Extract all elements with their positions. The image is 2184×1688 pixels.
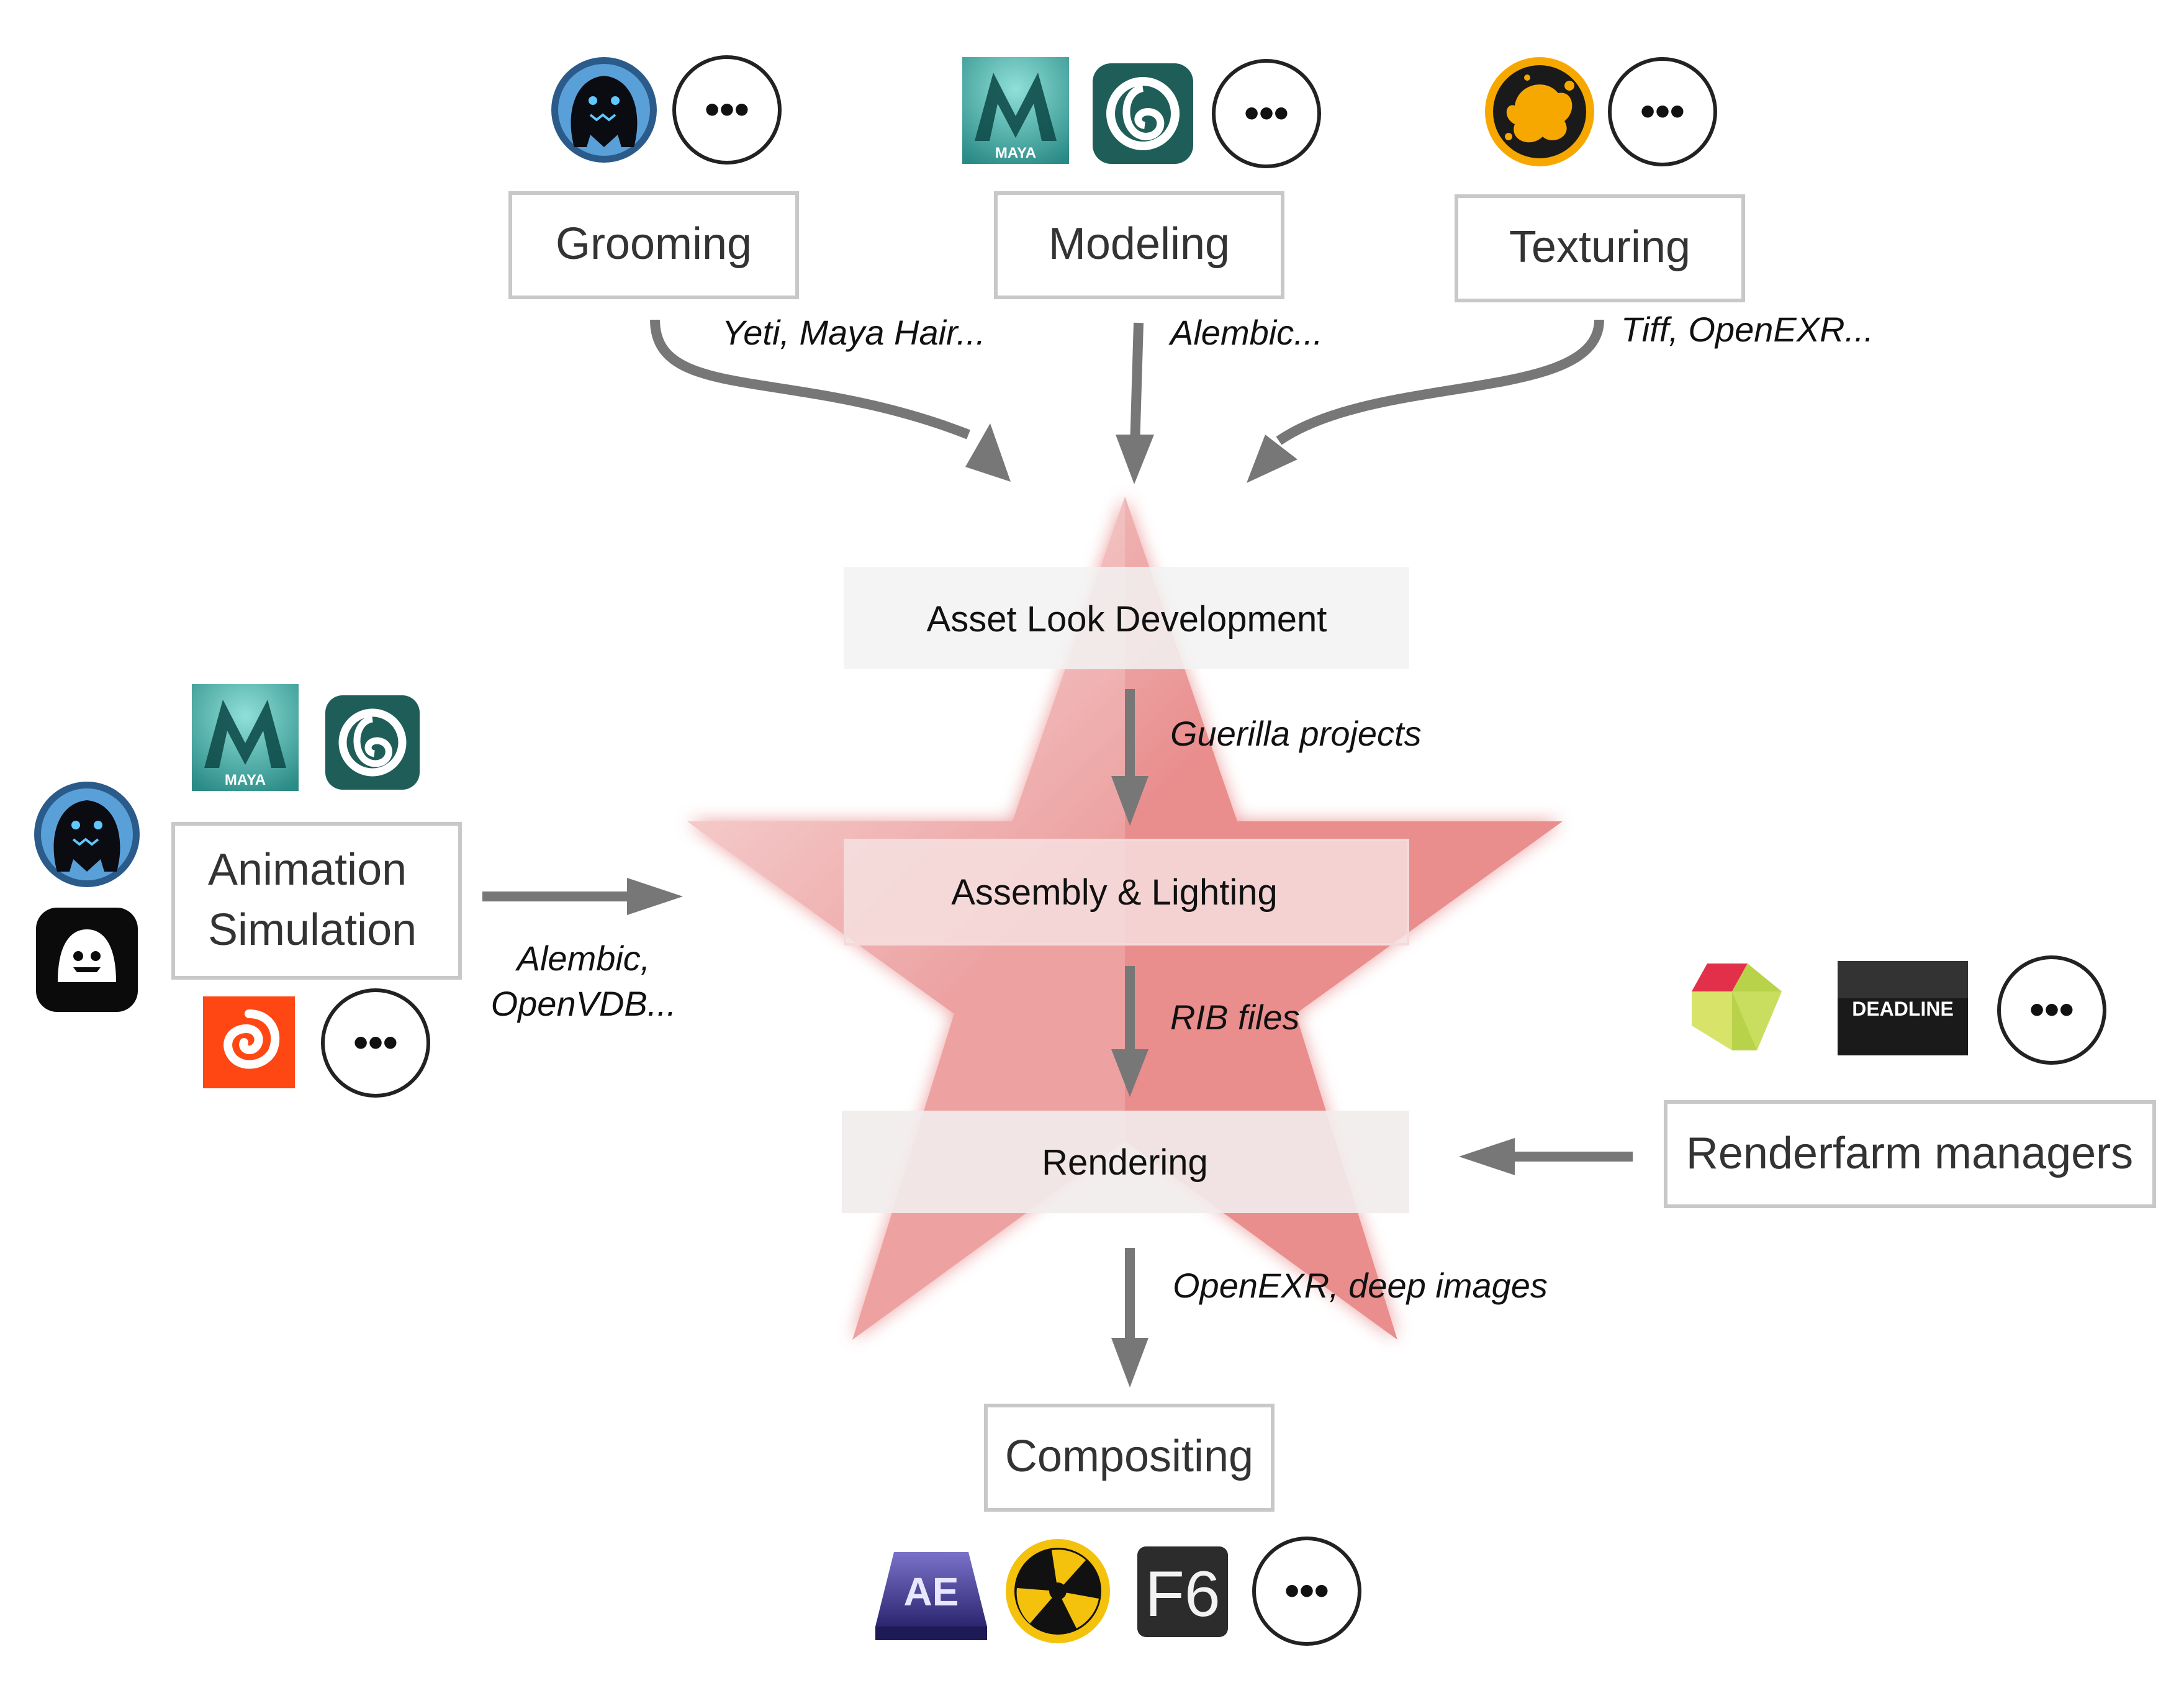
arrow-modeling-head <box>1116 435 1154 484</box>
f6-icon: F6 <box>1137 1546 1228 1637</box>
deadline-icon: DEADLINE <box>1838 961 1968 1055</box>
arrow-grooming <box>650 319 970 440</box>
houdini-icon <box>203 996 295 1088</box>
ghost-icon <box>36 908 138 1012</box>
more-icon-modeling-glyph: ••• <box>1244 89 1288 137</box>
rib-format-label: RIB files <box>1170 998 1300 1037</box>
rendering-stage: Rendering <box>842 1111 1409 1213</box>
texturing-label: Texturing <box>1509 222 1690 272</box>
lookdev-label: Asset Look Development <box>927 599 1327 639</box>
arrow-assembly-render-head <box>1111 1049 1148 1097</box>
compositing-box: Compositing <box>984 1404 1275 1512</box>
maya-icon-animation: MAYA <box>192 684 299 791</box>
after-effects-icon: AE <box>875 1552 987 1640</box>
more-icon-grooming-glyph: ••• <box>705 86 749 133</box>
more-icon-texturing-glyph: ••• <box>1640 88 1684 135</box>
assembly-stage: Assembly & Lighting <box>844 839 1409 946</box>
arrow-lookdev-assembly-head <box>1111 776 1148 826</box>
openexr-format-label: OpenEXR, deep images <box>1173 1266 1548 1305</box>
rendering-label: Rendering <box>1042 1142 1208 1183</box>
guerilla-format-label: Guerilla projects <box>1170 714 1422 753</box>
arrow-animation-head <box>627 878 683 915</box>
cube-icon <box>1692 964 1782 1050</box>
animation-label: Animation <box>208 845 407 895</box>
texturing-box: Texturing <box>1455 194 1745 302</box>
f6-icon-label: F6 <box>1145 1558 1220 1630</box>
nuke-icon <box>1006 1539 1110 1643</box>
grooming-box: Grooming <box>508 191 799 299</box>
arrow-modeling <box>1130 322 1144 448</box>
compositing-label: Compositing <box>1005 1432 1253 1481</box>
more-icon-animation-glyph: ••• <box>353 1019 397 1066</box>
maya-icon-animation-label: MAYA <box>225 772 266 788</box>
deadline-icon-label: DEADLINE <box>1852 998 1954 1020</box>
yeti-icon <box>551 57 657 163</box>
more-icon-grooming: ••• <box>672 55 782 165</box>
animation-format-label-1: Alembic, <box>515 939 651 978</box>
animation-simulation-box: Animation Simulation <box>171 822 462 980</box>
renderfarm-label: Renderfarm managers <box>1686 1129 2133 1178</box>
maya-icon-modeling-label: MAYA <box>995 145 1036 161</box>
maya-icon-modeling: MAYA <box>962 57 1069 164</box>
renderfarm-box: Renderfarm managers <box>1664 1100 2156 1208</box>
arrow-grooming-head <box>965 423 1011 482</box>
more-icon-compositing: ••• <box>1252 1537 1361 1646</box>
arrow-texturing-head <box>1247 435 1297 483</box>
after-effects-label: AE <box>904 1569 959 1614</box>
modeling-format-label: Alembic... <box>1168 313 1323 352</box>
simulation-label: Simulation <box>208 905 417 955</box>
arrow-texturing <box>1276 319 1604 445</box>
texturing-format-label: Tiff, OpenEXR... <box>1621 310 1874 349</box>
arrows <box>482 319 1633 1388</box>
arrow-renderfarm-head <box>1459 1138 1515 1175</box>
grooming-label: Grooming <box>556 219 752 269</box>
swirl-icon-modeling <box>1093 63 1193 164</box>
arrow-render-comp-head <box>1111 1338 1148 1388</box>
more-icon-renderfarm-glyph: ••• <box>2029 986 2073 1033</box>
swirl-icon-animation <box>325 695 420 790</box>
lookdev-stage: Asset Look Development <box>844 567 1409 669</box>
paint-splat-icon <box>1485 57 1594 166</box>
grooming-format-label: Yeti, Maya Hair... <box>722 313 985 352</box>
more-icon-renderfarm: ••• <box>1997 955 2106 1065</box>
modeling-label: Modeling <box>1049 219 1230 269</box>
assembly-label: Assembly & Lighting <box>951 872 1277 913</box>
modeling-box: Modeling <box>994 191 1284 299</box>
yeti-icon-animation <box>34 782 140 887</box>
more-icon-animation: ••• <box>321 988 430 1098</box>
animation-format-label-2: OpenVDB... <box>491 984 677 1023</box>
more-icon-compositing-glyph: ••• <box>1284 1567 1329 1614</box>
more-icon-modeling: ••• <box>1212 59 1321 168</box>
more-icon-texturing: ••• <box>1608 57 1717 166</box>
